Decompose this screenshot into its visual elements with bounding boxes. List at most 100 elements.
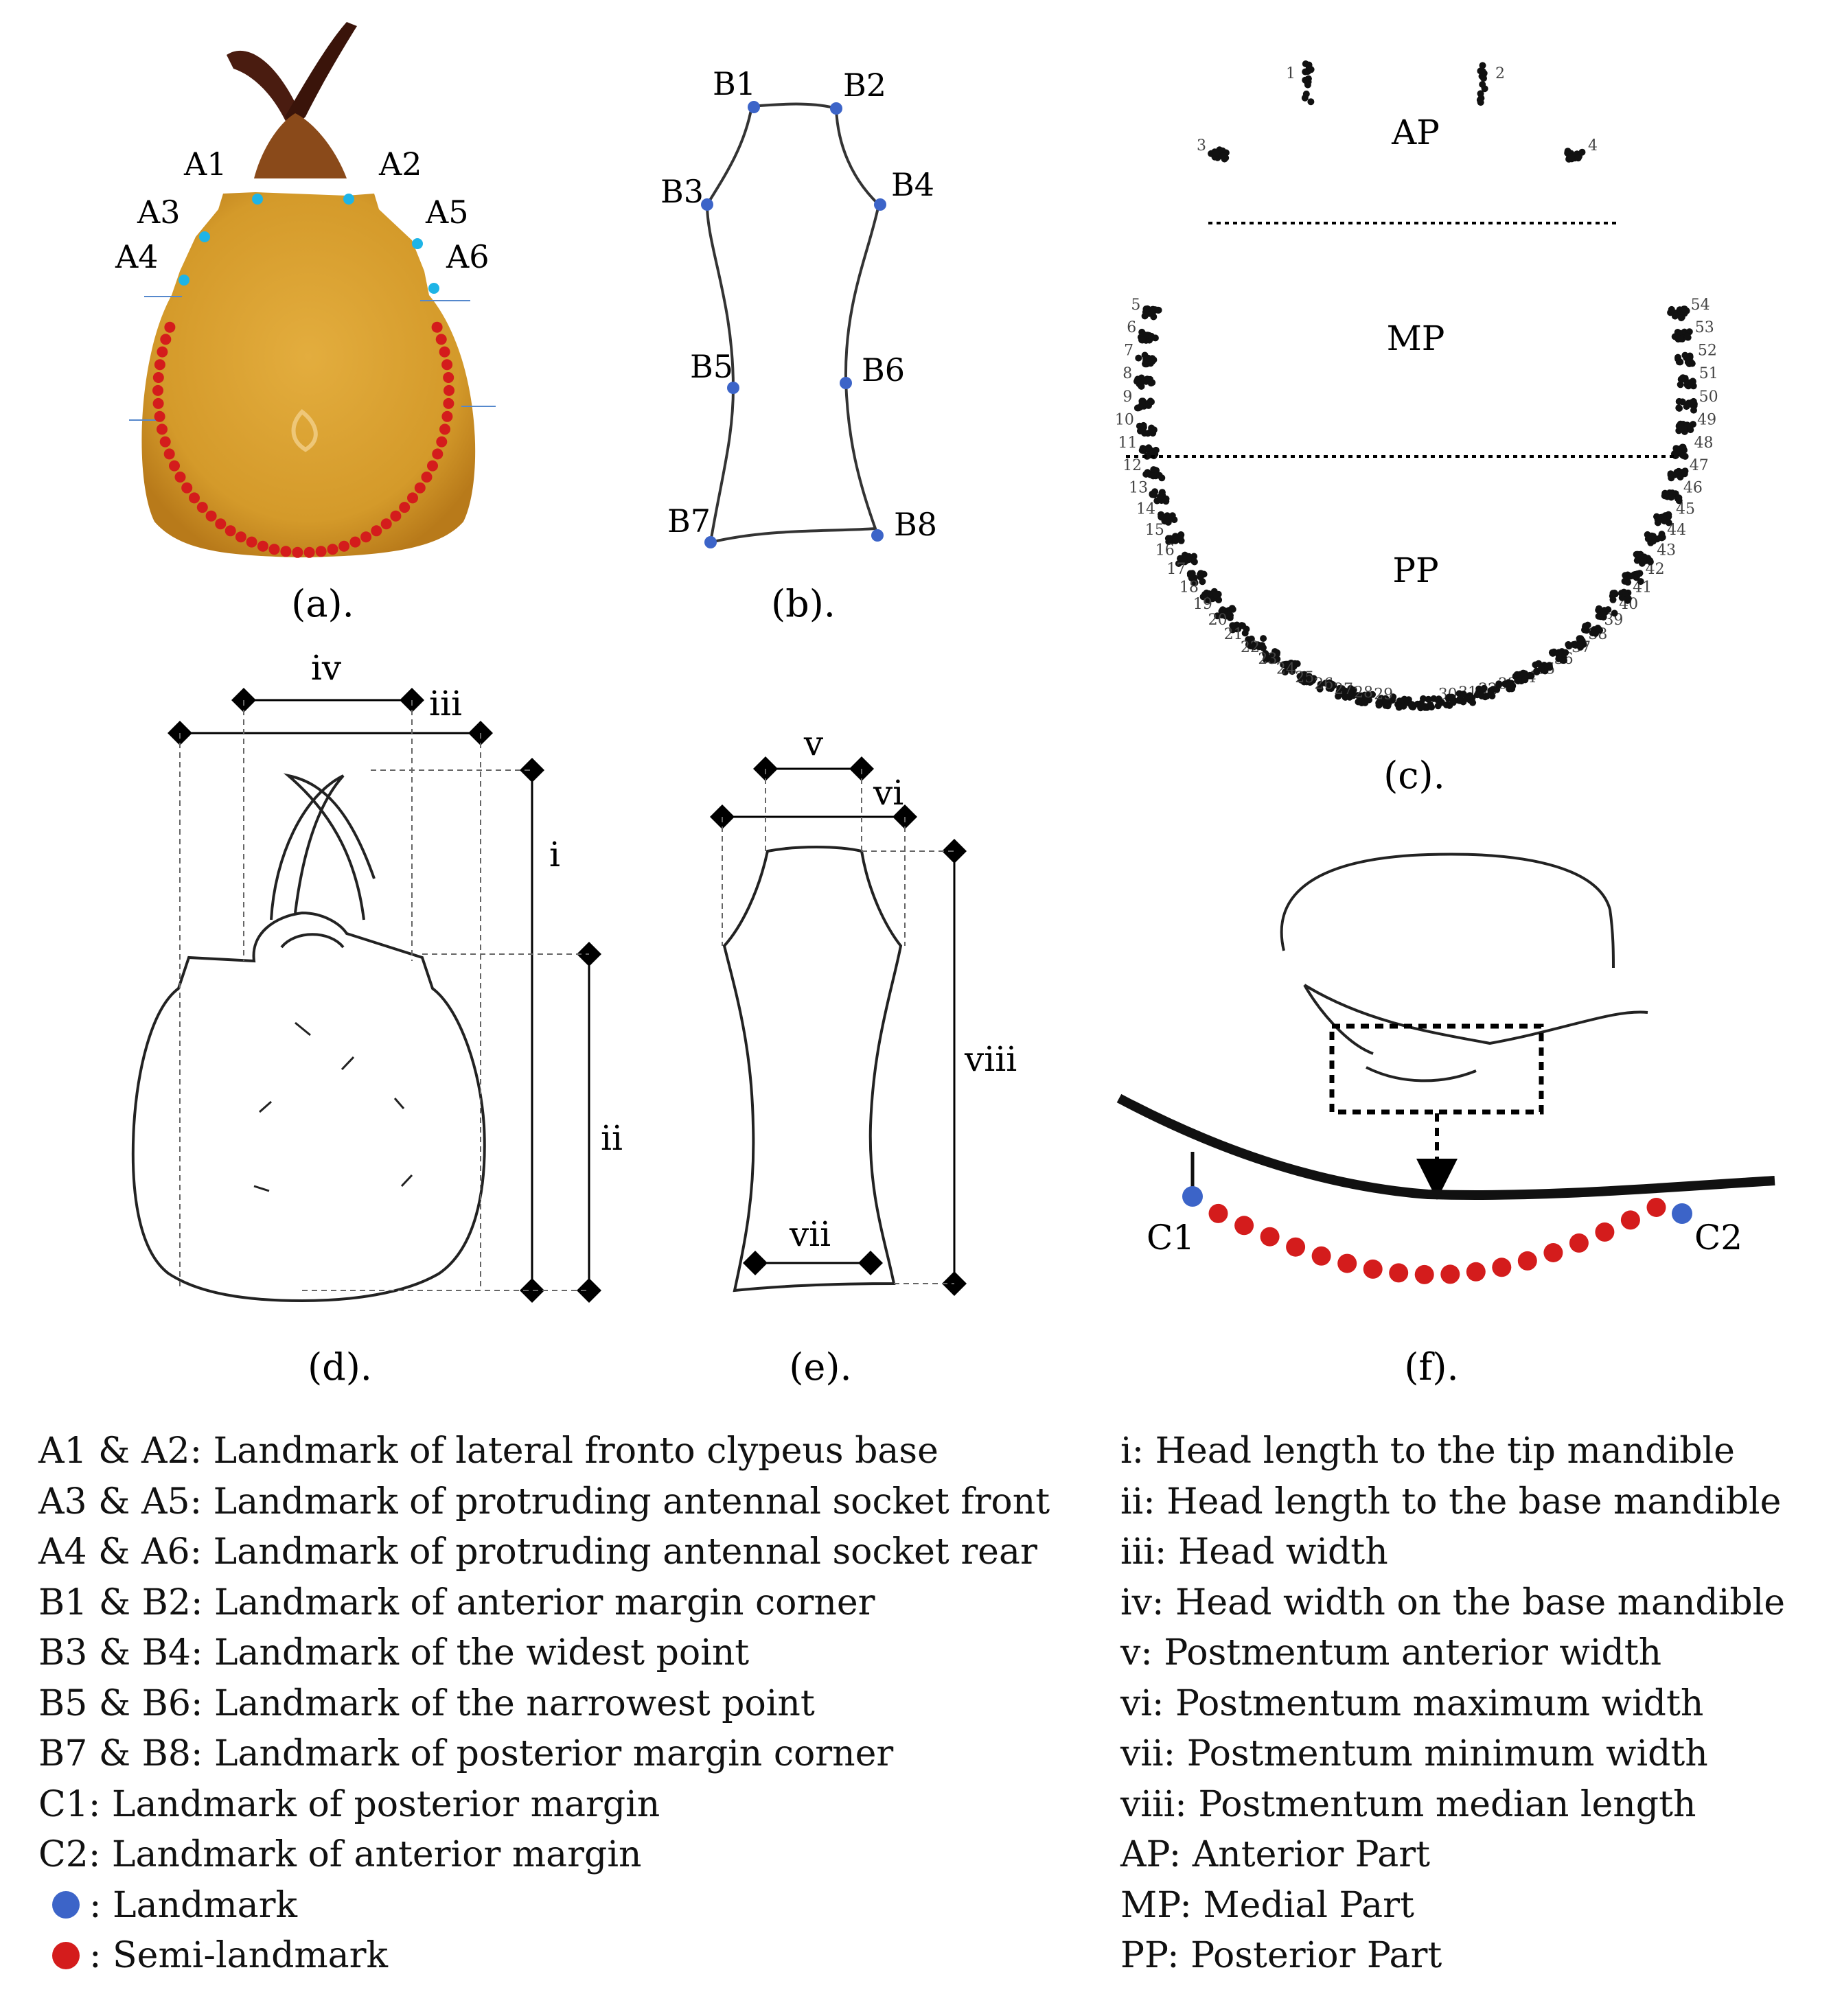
landmark-cluster: 20 — [1208, 612, 1250, 637]
postmentum-outline — [705, 102, 881, 544]
landmark-cluster: 54 — [1667, 297, 1710, 322]
label-iii: iii — [429, 684, 462, 723]
seta — [295, 1021, 311, 1036]
semi-landmark-dot — [164, 321, 176, 333]
landmark-cluster: 26 — [1314, 676, 1357, 701]
label-b2: B2 — [843, 67, 886, 104]
postmentum-outline — [722, 846, 903, 1293]
landmark-c2 — [1672, 1203, 1692, 1224]
semi-landmark-dot — [1620, 1210, 1640, 1230]
legend-key-label: : Landmark — [89, 1884, 298, 1926]
landmark-c1 — [1182, 1186, 1203, 1207]
seta — [259, 1100, 272, 1113]
point-number: 49 — [1697, 412, 1716, 429]
caption-a: (a). — [291, 582, 354, 625]
semi-landmark-dot — [152, 384, 163, 396]
margin-curve — [1116, 1093, 1775, 1200]
landmark-cluster: 13 — [1129, 479, 1170, 505]
point-number: 10 — [1115, 412, 1134, 429]
point-number: 8 — [1123, 365, 1132, 382]
legend-line: B7 & B8: Landmark of posterior margin co… — [38, 1733, 894, 1774]
landmark-b4 — [874, 198, 886, 211]
label-a6: A6 — [446, 238, 490, 275]
caption-b: (b). — [771, 582, 836, 625]
guide-lines-d — [179, 700, 589, 1291]
point-number: 24 — [1276, 661, 1296, 678]
legend-left: A1 & A2: Landmark of lateral fronto clyp… — [38, 1426, 1050, 1982]
semi-landmark-dot — [1389, 1263, 1409, 1283]
point-number: 20 — [1208, 612, 1228, 629]
landmark-cluster: 27 — [1334, 681, 1376, 706]
guide-lines-e — [722, 769, 954, 1284]
label-vii: vii — [789, 1214, 831, 1254]
landmark-cluster: 8 — [1123, 365, 1156, 390]
semi-landmark-dot — [435, 334, 447, 345]
point-number: 14 — [1136, 501, 1155, 518]
landmark-cluster: 51 — [1677, 365, 1718, 390]
label-v: v — [803, 723, 824, 763]
point-number: 16 — [1155, 542, 1175, 559]
label-c2: C2 — [1694, 1218, 1742, 1258]
semi-landmark-dot — [280, 546, 292, 557]
semi-landmark-dot — [257, 540, 268, 552]
legend-line: viii: Postmentum median length — [1120, 1783, 1696, 1825]
semi-landmark-dot — [205, 510, 217, 522]
landmark-a2 — [343, 194, 354, 205]
zoom-box — [1329, 1023, 1544, 1115]
label-a3: A3 — [137, 194, 181, 231]
semi-landmark-dot — [303, 546, 315, 558]
seta — [393, 1098, 405, 1109]
label-a2: A2 — [378, 146, 422, 183]
semi-landmark-dot — [431, 321, 443, 333]
landmark-cluster: 12 — [1123, 457, 1166, 482]
label-b8: B8 — [894, 506, 937, 543]
landmark-cluster: 28 — [1354, 684, 1397, 710]
legend-line: PP: Posterior Part — [1120, 1935, 1442, 1976]
label-b1: B1 — [713, 65, 756, 102]
landmark-cluster: 7 — [1124, 342, 1158, 368]
landmark-a5 — [412, 238, 423, 249]
landmark-a1 — [252, 194, 263, 205]
label-ii: ii — [601, 1118, 623, 1158]
landmark-b2 — [830, 102, 842, 115]
semi-landmark-dot — [1286, 1237, 1306, 1257]
label-viii: viii — [964, 1039, 1017, 1079]
region-pp: PP — [1392, 551, 1438, 590]
landmark-cluster: 50 — [1675, 389, 1718, 414]
legend-line: MP: Medial Part — [1120, 1884, 1414, 1926]
semi-landmark-dot — [1234, 1216, 1254, 1236]
caption-d: (d). — [308, 1345, 372, 1389]
midline-mark — [291, 409, 318, 452]
semi-landmark-dot — [189, 492, 200, 504]
semi-landmark-dot — [390, 510, 402, 522]
semi-landmark-dot — [1414, 1264, 1434, 1284]
legend-line: iv: Head width on the base mandible — [1120, 1581, 1786, 1623]
landmark-cluster: 4 — [1564, 137, 1598, 163]
semi-landmark-dot — [441, 410, 453, 422]
semi-landmark-dot — [327, 544, 338, 555]
legend-right: i: Head length to the tip mandible ii: H… — [1120, 1426, 1785, 1982]
landmark-b1 — [748, 101, 760, 113]
legend-line: v: Postmentum anterior width — [1120, 1632, 1662, 1673]
semi-landmark-dot — [159, 436, 171, 448]
landmark-cluster: 14 — [1136, 501, 1178, 526]
semi-landmark-dot — [1208, 1203, 1228, 1223]
semi-landmark-dot — [174, 472, 186, 483]
landmark-cluster: 17 — [1166, 561, 1208, 587]
legend-line: C2: Landmark of anterior margin — [38, 1834, 642, 1875]
landmark-cluster: 6 — [1127, 319, 1159, 344]
semi-landmark-dot — [360, 531, 372, 543]
landmark-cluster: 5 — [1131, 297, 1162, 321]
label-c1: C1 — [1147, 1218, 1195, 1258]
point-number: 47 — [1690, 457, 1709, 474]
semi-landmark-dot — [1517, 1251, 1537, 1271]
landmark-cluster: 43 — [1633, 542, 1676, 567]
label-b7: B7 — [667, 502, 711, 540]
legend-line: A3 & A5: Landmark of protruding antennal… — [38, 1481, 1050, 1522]
point-number: 7 — [1124, 342, 1133, 359]
legend-line: AP: Anterior Part — [1120, 1834, 1431, 1875]
right-mandible-outline — [283, 773, 376, 920]
landmark-cluster: 45 — [1653, 501, 1695, 526]
landmark-cluster: 16 — [1155, 542, 1198, 567]
semi-landmark-dot — [1466, 1262, 1486, 1282]
